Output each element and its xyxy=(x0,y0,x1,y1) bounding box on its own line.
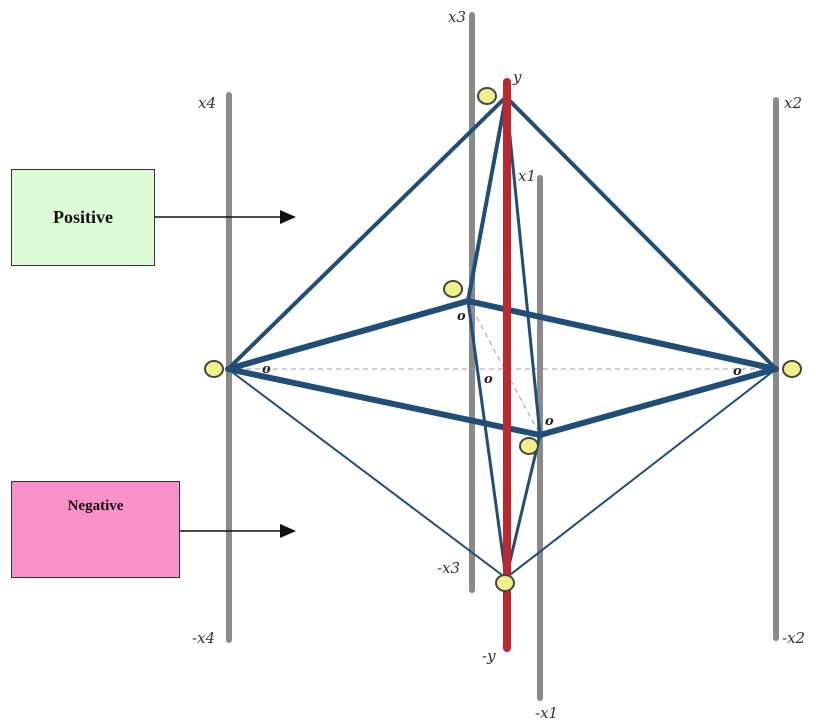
label-x2: x2 xyxy=(784,94,802,112)
vertex-top xyxy=(477,87,497,105)
label-x4: x4 xyxy=(198,94,216,112)
equatorial-rhombus xyxy=(225,298,779,438)
vertex-left xyxy=(204,360,224,378)
vertex-front xyxy=(519,437,539,455)
edge-upper-front xyxy=(504,96,542,436)
edge-lower-right xyxy=(505,368,777,579)
origin-label-left: o xyxy=(262,362,271,377)
positive-arrow-head xyxy=(280,210,296,224)
origin-label-right: o xyxy=(733,364,742,379)
origin-label-center: o xyxy=(484,372,493,387)
label-neg-x3: -x3 xyxy=(437,559,460,577)
label-neg-x1: -x1 xyxy=(535,704,558,722)
label-x3: x3 xyxy=(448,8,466,26)
negative-arrow-head xyxy=(280,524,296,538)
negative-legend-box: Negative xyxy=(11,481,180,578)
edge-upper-right xyxy=(504,95,778,371)
positive-legend-box: Positive xyxy=(11,169,155,266)
label-neg-y: -y xyxy=(482,647,496,665)
origin-label-back: o xyxy=(457,309,466,324)
label-neg-x2: -x2 xyxy=(782,629,805,647)
origin-label-front: o xyxy=(545,414,554,429)
vertex-bottom xyxy=(495,574,515,592)
label-x1: x1 xyxy=(518,167,536,185)
edge-upper-left xyxy=(226,95,508,371)
vertex-back xyxy=(443,280,463,298)
label-y: y xyxy=(512,68,522,86)
edge-lower-back xyxy=(466,300,508,579)
positive-label: Positive xyxy=(53,207,113,227)
edge-lower-left xyxy=(227,368,507,579)
label-neg-x4: -x4 xyxy=(192,629,215,647)
negative-label: Negative xyxy=(67,498,124,514)
edge-lower-front xyxy=(504,434,542,579)
vertex-right xyxy=(782,360,802,378)
edge-upper-back xyxy=(466,96,508,302)
